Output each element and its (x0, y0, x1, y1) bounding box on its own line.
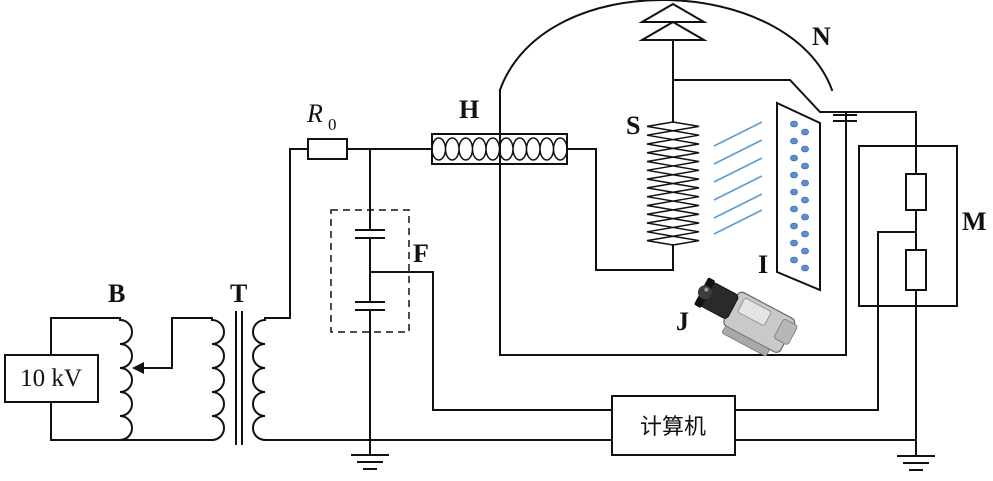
regulator-b: B (108, 279, 173, 442)
plate-hole (801, 213, 809, 221)
chamber-walls (499, 89, 847, 356)
r0-body (307, 138, 348, 160)
label-h: H (459, 95, 479, 124)
transformer-primary-coil (119, 317, 225, 441)
transformer-secondary-coil (252, 317, 267, 442)
label-r-subscript: 0 (328, 115, 337, 134)
label-m: M (962, 207, 987, 236)
regulator-arrowhead (132, 362, 144, 374)
label-s: S (626, 111, 640, 140)
computer: 计算机 (611, 395, 736, 456)
plate-body (776, 101, 821, 292)
label-t: T (230, 279, 247, 308)
ground-right (897, 455, 935, 471)
computer-label: 计算机 (640, 415, 706, 440)
camera-grip (774, 319, 798, 345)
label-f: F (413, 239, 429, 268)
label-r: R (306, 99, 323, 128)
discharge-arc-line (713, 175, 763, 201)
ground-left (351, 454, 389, 470)
discharge-arcs (713, 121, 763, 235)
discharge-arc-line (713, 157, 763, 183)
signal-lead-wire (672, 79, 917, 175)
plate-hole (801, 179, 809, 187)
r0-feed-wire (264, 148, 309, 319)
discharge-arc-line (713, 209, 763, 235)
bushing-coil-loops (431, 137, 568, 161)
label-b: B (108, 279, 125, 308)
plate-hole (801, 128, 809, 136)
bushing-out-wire (566, 148, 674, 271)
camera-panel (737, 298, 772, 326)
electrode-lower (638, 20, 708, 41)
electrode-upper (638, 2, 708, 23)
bottom-return-right (734, 439, 917, 457)
plate-hole (801, 230, 809, 238)
resistor-r0: R 0 (264, 99, 433, 319)
plate-hole (790, 171, 798, 179)
camera-lens-glass (697, 285, 712, 300)
divider-m-upper-resistor (905, 173, 927, 211)
plate-hole (790, 188, 798, 196)
computer-box (611, 395, 736, 456)
plate-hole (790, 256, 798, 264)
plate-hole (790, 120, 798, 128)
plate-holes (790, 120, 809, 272)
divider-m: M (734, 145, 987, 441)
camera-base (722, 326, 770, 357)
plate-hole (801, 247, 809, 255)
plate-hole (801, 264, 809, 272)
plate-hole (790, 154, 798, 162)
plate-hole (801, 145, 809, 153)
plate-hole (790, 239, 798, 247)
regulator-tap-wire (139, 317, 173, 369)
chamber-n: N (498, 0, 857, 356)
source-wire-top (50, 317, 121, 356)
discharge-arc-line (713, 193, 763, 219)
plate-hole (790, 137, 798, 145)
divider-m-signal-wire (734, 231, 917, 411)
chamber-dome (498, 0, 834, 92)
camera-j (694, 277, 798, 357)
source-wire-bottom (50, 401, 121, 441)
divider-signal-wire (369, 271, 613, 411)
camera-lens-glare (704, 287, 709, 292)
discharge-arc-line (713, 139, 763, 165)
plate-hole (790, 222, 798, 230)
regulator-coil (118, 317, 133, 442)
insulator-sheds (646, 121, 700, 246)
top-electrode (638, 2, 708, 41)
plate-hole (801, 162, 809, 170)
discharge-arc-line (713, 121, 763, 147)
divider-f: F (330, 148, 613, 456)
insulator-s: S (626, 39, 700, 271)
label-i: I (758, 250, 768, 279)
divider-m-lower-resistor (905, 249, 927, 291)
bushing-h: H (431, 95, 674, 271)
plate-hole (790, 205, 798, 213)
divider-m-frame (858, 145, 958, 307)
label-j: J (676, 307, 689, 336)
source-label: 10 kV (20, 365, 82, 392)
plate-hole (801, 196, 809, 204)
plate-i: I (758, 101, 821, 292)
label-n: N (812, 22, 831, 51)
voltage-source: 10 kV (4, 317, 121, 441)
transformer-t: T (119, 279, 267, 445)
